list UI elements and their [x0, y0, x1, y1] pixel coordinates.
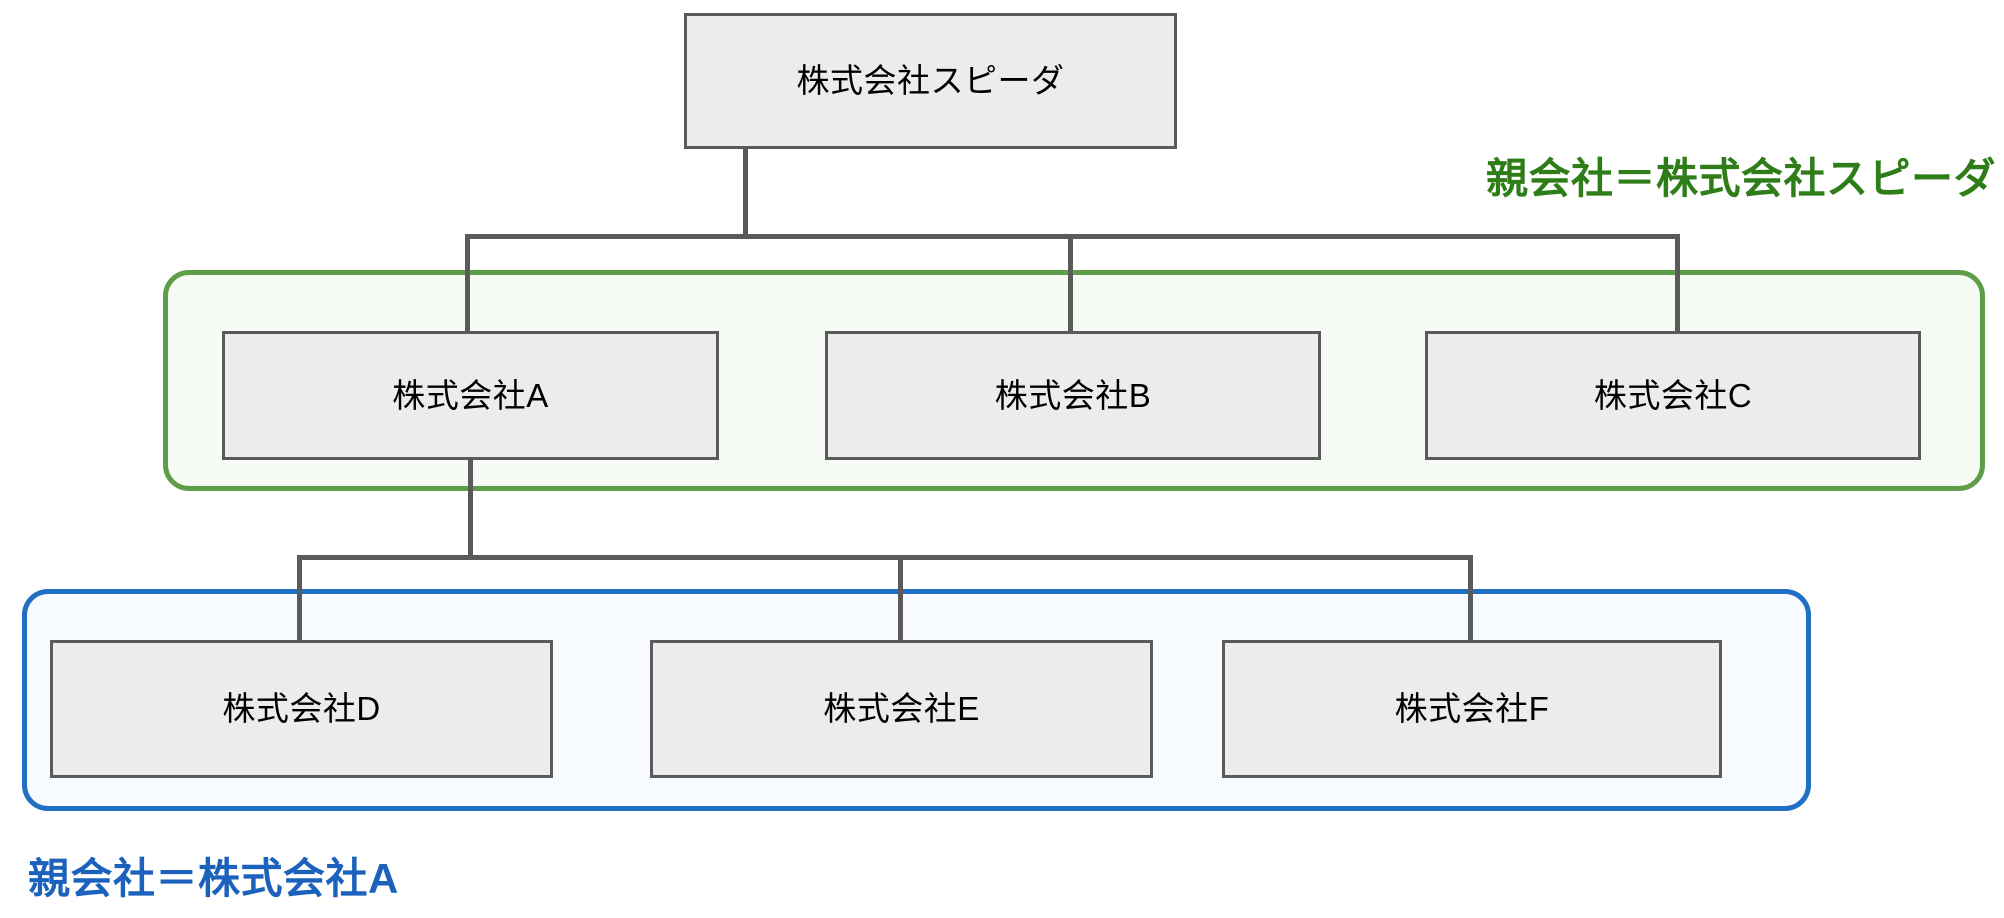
connector-drop-to-e: [898, 555, 903, 642]
node-company-d[interactable]: 株式会社D: [50, 640, 553, 778]
node-company-c[interactable]: 株式会社C: [1425, 331, 1921, 460]
node-company-f[interactable]: 株式会社F: [1222, 640, 1722, 778]
group-caption-green: 親会社＝株式会社スピーダ: [1485, 155, 1996, 202]
connector-drop-to-d: [297, 555, 302, 642]
group-caption-blue: 親会社＝株式会社A: [28, 855, 399, 902]
node-company-b[interactable]: 株式会社B: [825, 331, 1321, 460]
connector-bar-level2: [297, 555, 1473, 560]
connector-drop-to-f: [1468, 555, 1473, 642]
connector-drop-to-b: [1068, 234, 1073, 333]
node-company-e[interactable]: 株式会社E: [650, 640, 1153, 778]
connector-root-stem: [743, 148, 748, 239]
node-company-a[interactable]: 株式会社A: [222, 331, 719, 460]
connector-drop-to-c: [1675, 234, 1680, 333]
connector-a-stem: [468, 460, 473, 559]
connector-drop-to-a: [465, 234, 470, 333]
node-root[interactable]: 株式会社スピーダ: [684, 13, 1177, 149]
